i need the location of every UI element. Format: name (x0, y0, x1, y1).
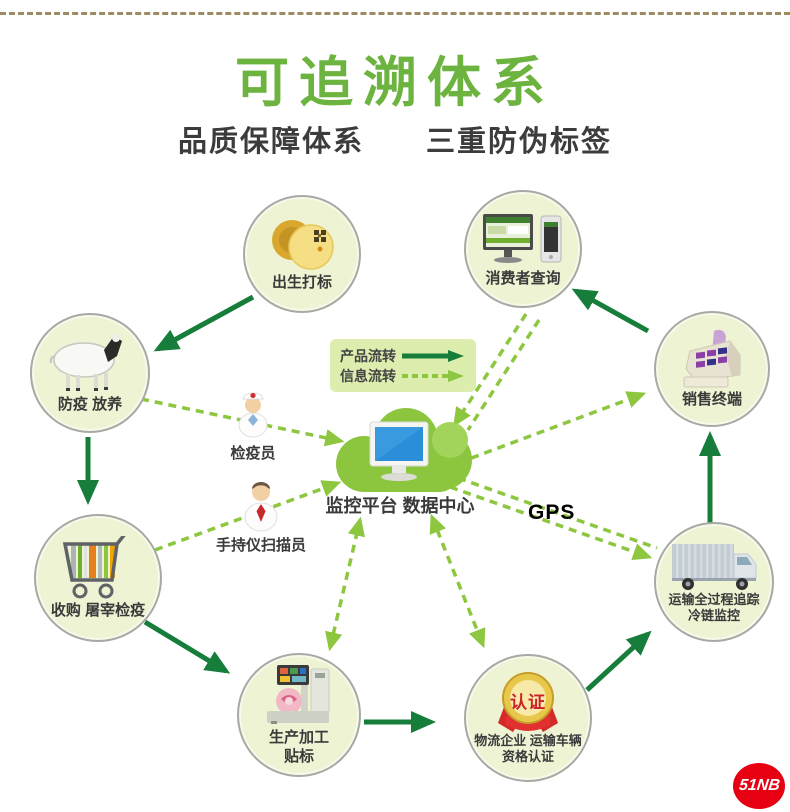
node-label-line2: 冷链监控 (687, 608, 740, 623)
certification-badge-text: 认证 (510, 693, 546, 712)
node-label: 防疫 放养 (57, 395, 123, 413)
node-transport-coldchain: 运输全过程追踪 冷链监控 (654, 522, 774, 642)
cash-register-icon (683, 329, 741, 388)
top-dashed-border (0, 12, 790, 15)
node-label: 收购 屠宰检疫 (50, 601, 146, 619)
node-label-line2: 贴标 (283, 748, 314, 765)
node-consumer-query: 消费者查询 (464, 190, 582, 308)
monitor-phone-icon (483, 213, 562, 263)
node-label-line1: 物流企业 运输车辆 (474, 732, 582, 748)
node-processing-labeling: 生产加工 贴标 (237, 653, 361, 777)
cloud-platform-label: 监控平台 数据中心 (325, 496, 475, 516)
page-subtitle: 品质保障体系 三重防伪标签 (177, 126, 612, 158)
node-purchase-quarantine: 收购 屠宰检疫 (34, 514, 162, 642)
certification-medal-icon (498, 671, 558, 732)
labeling-machine-icon (267, 665, 330, 725)
legend-product-flow: 产品流转 (340, 346, 468, 366)
page-title: 可追溯体系 (235, 53, 555, 113)
truck-icon (672, 543, 757, 590)
sheep-icon (49, 333, 122, 391)
quarantine-officer-icon (238, 392, 268, 438)
dashed-arrow-icon (402, 370, 464, 382)
node-label-line1: 生产加工 (268, 729, 329, 747)
node-sales-terminal: 销售终端 (654, 311, 770, 427)
legend-info-label: 信息流转 (340, 368, 396, 384)
node-label: 销售终端 (681, 390, 742, 408)
node-birth-tagging: 出生打标 (243, 195, 361, 313)
logo-text: 51NB (737, 777, 781, 794)
ear-tag-icon (272, 219, 334, 270)
node-label-line2: 资格认证 (501, 749, 554, 764)
scanner-operator-label: 手持仪扫描员 (215, 537, 306, 554)
solid-arrow-icon (402, 350, 464, 362)
legend-product-label: 产品流转 (340, 348, 396, 364)
cloud-computer-icon (336, 408, 472, 492)
node-certification: 认证 物流企业 运输车辆 资格认证 (464, 654, 592, 782)
handheld-scanner-operator (240, 478, 282, 537)
cloud-platform (318, 406, 482, 498)
barcode-cart-icon (62, 535, 126, 599)
flow-legend: 产品流转 信息流转 (330, 339, 476, 392)
node-label: 出生打标 (271, 273, 332, 291)
quarantine-officer-label: 检疫员 (230, 445, 276, 462)
node-quarantine-grazing: 防疫 放养 (30, 313, 150, 433)
node-label-line1: 运输全过程追踪 (668, 591, 760, 607)
legend-info-flow: 信息流转 (340, 366, 468, 386)
gps-label: GPS (528, 501, 576, 524)
node-label: 消费者查询 (485, 269, 561, 287)
quarantine-officer (234, 390, 272, 443)
51nb-logo: 51NB (733, 763, 785, 809)
scanner-operator-icon (244, 482, 278, 532)
